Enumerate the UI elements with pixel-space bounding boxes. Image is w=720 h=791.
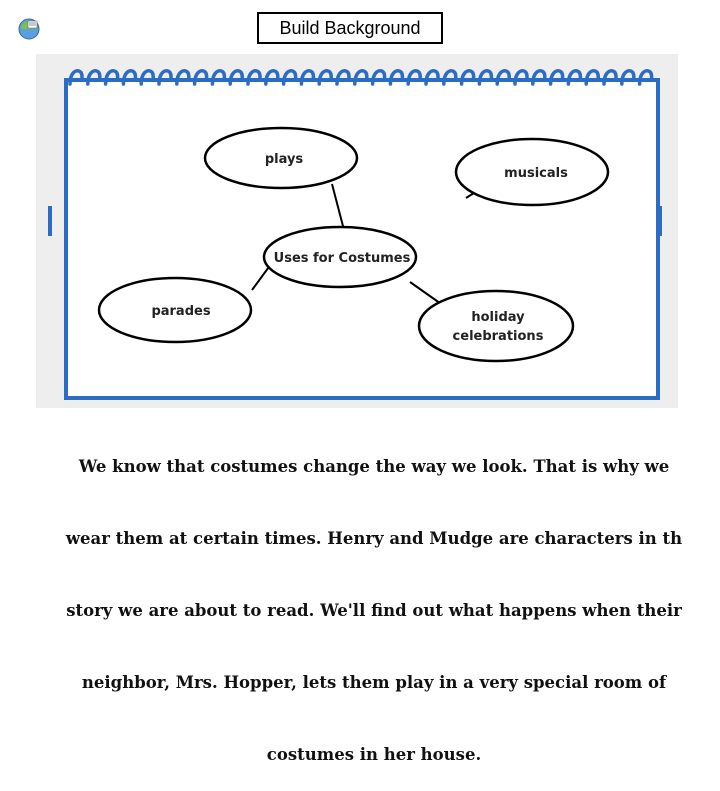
spiral-ring [566, 69, 583, 86]
spiral-ring [246, 69, 262, 86]
connector-plays [331, 183, 345, 231]
spiral-ring [531, 69, 547, 86]
spiral-ring [103, 69, 120, 86]
label-parades: parades [151, 304, 210, 319]
spiral-ring [192, 69, 209, 86]
node-plays [203, 126, 359, 190]
label-plays: plays [265, 152, 304, 167]
spiral-ring [335, 69, 351, 86]
spiral-ring [210, 69, 227, 86]
spiral-ring [459, 69, 476, 86]
spiral-ring [68, 69, 84, 86]
spiral-ring [121, 69, 138, 86]
spiral-ring [281, 69, 298, 86]
spiral-ring [139, 69, 155, 86]
web-diagram: plays musicals Uses for Costumes parades… [64, 69, 660, 400]
spiral-ring [86, 69, 102, 86]
spiral-ring [495, 69, 511, 86]
spiral-ring [264, 69, 280, 86]
app-logo-icon [18, 18, 40, 40]
spiral-ring [157, 69, 173, 86]
node-parades [97, 276, 253, 344]
label-celebrations: celebrations [453, 329, 544, 344]
caption-line: costumes in her house. [266, 745, 482, 764]
spiral-ring [175, 69, 191, 86]
spiral-ring [353, 69, 369, 86]
node-center [262, 225, 418, 289]
spiral-ring [637, 69, 654, 86]
label-musicals: musicals [504, 166, 568, 181]
node-musicals [454, 137, 610, 207]
spiral-ring [317, 69, 333, 86]
spiral-ring [477, 69, 494, 86]
page-title-text: Build Background [279, 17, 421, 38]
caption-line: We know that costumes change the way we … [78, 457, 670, 476]
spiral-ring [228, 69, 244, 86]
spiral-ring [424, 69, 440, 86]
caption-line: neighbor, Mrs. Hopper, lets them play in… [81, 673, 667, 692]
page-title: Build Background [257, 12, 443, 44]
caption-text: We know that costumes change the way we … [28, 407, 720, 791]
spiral-ring [584, 69, 600, 86]
spiral-binding [68, 69, 654, 86]
node-holiday [417, 289, 575, 363]
spiral-ring [388, 69, 405, 86]
caption-line: story we are about to read. We'll find o… [66, 601, 682, 620]
spiral-ring [406, 69, 422, 86]
label-center: Uses for Costumes [274, 251, 411, 266]
spiral-ring [548, 69, 565, 86]
spiral-ring [442, 69, 458, 86]
spiral-ring [299, 69, 316, 86]
spiral-ring [513, 69, 529, 86]
left-edge-marker [48, 206, 52, 236]
spiral-ring [370, 69, 387, 86]
spiral-ring [602, 69, 618, 86]
label-holiday: holiday [471, 310, 525, 325]
spiral-ring [620, 69, 636, 86]
caption-line: wear them at certain times. Henry and Mu… [65, 529, 683, 548]
